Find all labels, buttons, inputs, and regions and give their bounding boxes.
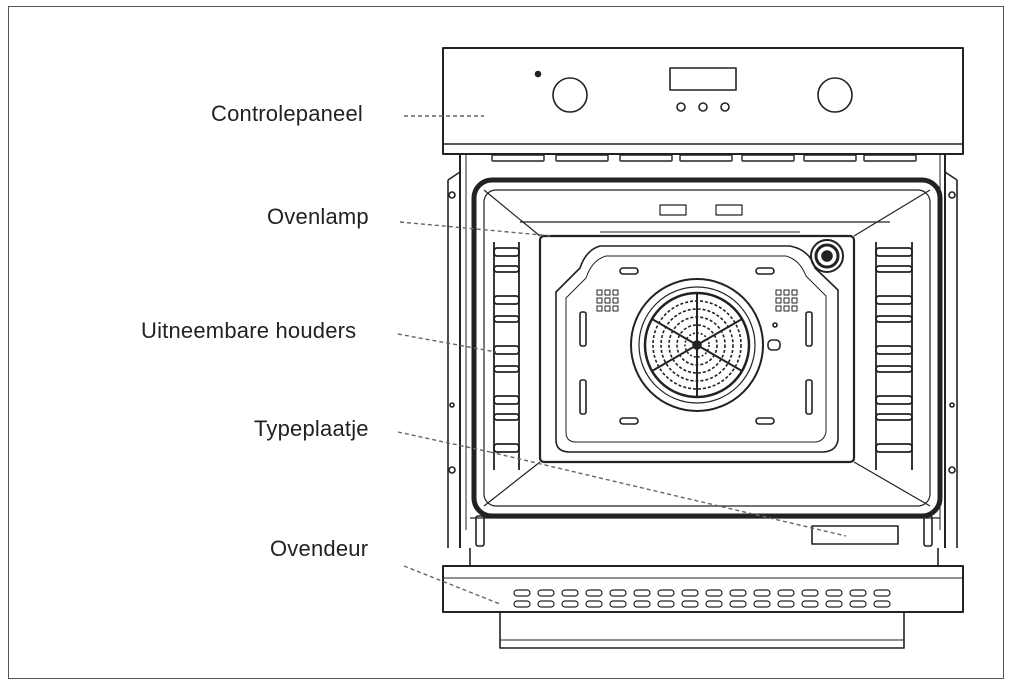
label-removable-holders: Uitneembare houders	[141, 318, 357, 343]
oven-cavity	[471, 177, 943, 519]
leader-line-type-plate	[397, 431, 491, 453]
button-icon	[698, 102, 708, 112]
type-plate-icon	[811, 525, 899, 545]
label-type-plate: Typeplaatje	[254, 416, 369, 441]
oven-body	[447, 154, 958, 548]
leader-line-oven-lamp	[399, 221, 553, 237]
oven-door-illustration	[442, 515, 964, 649]
leader-line-removable-holders	[397, 333, 497, 353]
button-icon	[720, 102, 730, 112]
leader-line-type-plate-ext	[489, 451, 847, 537]
leader-line-oven-door	[403, 565, 501, 605]
oven-lamp-icon	[810, 239, 844, 273]
label-oven-lamp: Ovenlamp	[267, 204, 369, 229]
fan-icon	[630, 278, 764, 412]
button-icon	[676, 102, 686, 112]
label-control-panel: Controlepaneel	[211, 101, 364, 126]
left-knob-icon	[552, 77, 588, 113]
label-oven-door: Ovendeur	[270, 536, 369, 561]
display-icon	[669, 67, 737, 91]
right-knob-icon	[817, 77, 853, 113]
control-panel-illustration	[442, 47, 964, 162]
shelf-holders	[493, 242, 913, 470]
